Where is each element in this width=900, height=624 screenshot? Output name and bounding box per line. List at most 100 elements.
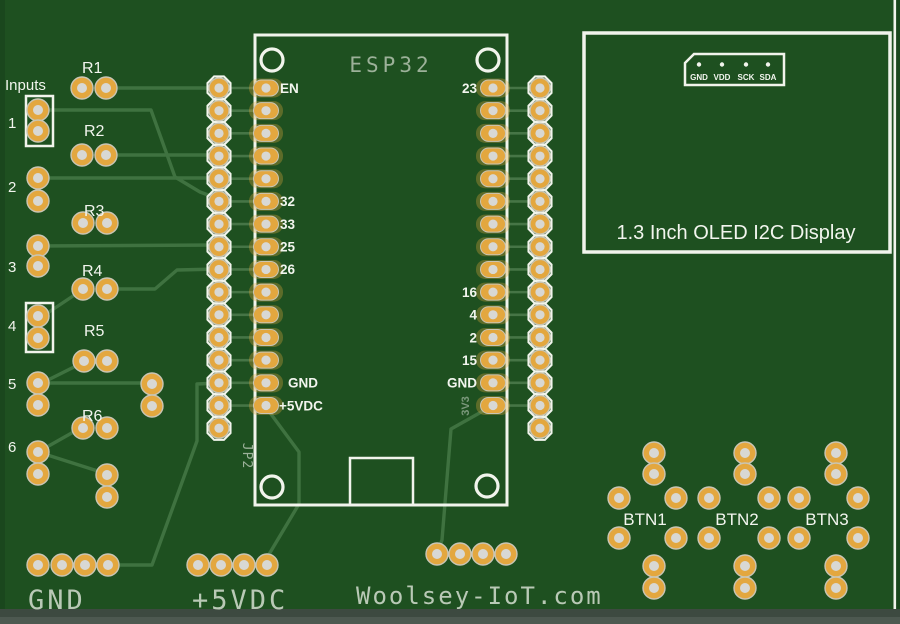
esp32-pin-label-left: GND (288, 376, 318, 391)
board-outline-right (893, 0, 897, 609)
pad-hole (488, 242, 498, 252)
pad-hole (535, 264, 545, 275)
header-pin-outline (206, 234, 232, 260)
pad-hole (101, 83, 111, 93)
copper-trace[interactable] (36, 243, 221, 248)
pad-hole (78, 423, 88, 433)
pad-hole (261, 378, 271, 388)
oled-pin-label: SCK (738, 73, 755, 82)
pad-hole (80, 560, 90, 570)
pad-hole (764, 493, 774, 503)
pad-hole (432, 549, 442, 559)
pad-hole (488, 174, 498, 184)
pad-hole (239, 560, 249, 570)
pad-hole (764, 533, 774, 543)
pad-hole (77, 150, 87, 160)
pad-hole (261, 196, 271, 206)
oled-pin-label: SDA (760, 73, 777, 82)
pad-hole (261, 174, 271, 184)
pad-hole (33, 196, 43, 206)
esp32-title: ESP32 (349, 53, 432, 77)
header-pin-outline (527, 324, 553, 351)
pad-hole (488, 219, 498, 229)
header-pin-outline (206, 415, 232, 441)
header-pin-outline (206, 143, 232, 169)
pad-hole (214, 106, 224, 116)
esp32-pin-label-right: 16 (462, 285, 478, 300)
copper-trace[interactable] (106, 381, 221, 567)
pad-hole (535, 242, 545, 252)
pad-hole (535, 310, 545, 320)
button-label: BTN1 (623, 510, 666, 529)
header-pin-outline (527, 166, 553, 192)
board-bottom-strip-edge (0, 617, 900, 624)
pad-hole (33, 105, 43, 115)
pad-hole (261, 128, 271, 138)
pad-hole (501, 549, 511, 559)
site-url-label: Woolsey-IoT.com (356, 582, 603, 610)
copper-trace[interactable] (105, 267, 221, 291)
pad-hole (262, 560, 272, 570)
pad-hole (740, 448, 750, 458)
pad-hole (535, 287, 545, 297)
header-pin-outline (206, 392, 232, 419)
esp32-pin-label-3v3: 3V3 (460, 396, 472, 416)
silkscreen-layer (24, 31, 892, 507)
pad-hole (147, 401, 157, 411)
pad-hole (649, 448, 659, 458)
header-pin-outline (527, 256, 553, 283)
pad-hole (261, 264, 271, 275)
pad-hole (535, 219, 545, 229)
header-pin-outline (206, 324, 232, 351)
pad-hole (831, 561, 841, 571)
pad-hole (535, 196, 545, 206)
pad-hole (33, 400, 43, 410)
header-pin-outline (206, 188, 232, 215)
oled-title: 1.3 Inch OLED I2C Display (617, 222, 856, 244)
pad-hole (33, 469, 43, 479)
pad-hole (214, 242, 224, 252)
pad-hole (740, 561, 750, 571)
pad-hole (77, 83, 87, 93)
header-pin-outline (527, 98, 553, 124)
resistor-label: R1 (82, 60, 103, 77)
input-number-label: 5 (8, 376, 16, 393)
pad-hole (614, 533, 624, 543)
header-pin-outline (527, 347, 553, 373)
input-number-label: 1 (8, 115, 16, 132)
pad-hole (535, 423, 545, 433)
header-pin-outline (206, 75, 232, 101)
pad-hole (535, 128, 545, 138)
pad-hole (535, 106, 545, 116)
header-pin-outline (527, 415, 553, 441)
board-edge-right (896, 0, 900, 609)
esp32-pin-label-right: 2 (469, 330, 477, 345)
pad-hole (455, 549, 465, 559)
pad-hole (214, 83, 224, 93)
pad-hole (102, 492, 112, 502)
oled-display-outline[interactable] (582, 31, 892, 254)
pad-hole (488, 400, 498, 411)
p5vdc-pads-label: +5VDC (192, 585, 288, 616)
header-pin-outline (206, 211, 232, 237)
pad-hole (147, 379, 157, 389)
resistor-label: R2 (84, 123, 105, 140)
esp32-pin-label-left: 26 (280, 262, 296, 277)
pad-hole (671, 533, 681, 543)
oled-pin-dot (743, 62, 749, 67)
pad-hole (33, 311, 43, 321)
pad-hole (488, 196, 498, 206)
board-bottom-strip (0, 609, 900, 617)
pad-hole (214, 355, 224, 365)
pad-hole (649, 469, 659, 479)
input-number-label: 4 (8, 318, 16, 335)
gnd-pads-label: GND (28, 585, 86, 616)
pad-hole (57, 560, 67, 570)
pad-hole (671, 493, 681, 503)
pad-hole (740, 469, 750, 479)
mounting-hole (474, 473, 500, 499)
pad-hole (794, 533, 804, 543)
header-pin-outline (527, 211, 553, 237)
header-pin-outline (206, 120, 232, 147)
